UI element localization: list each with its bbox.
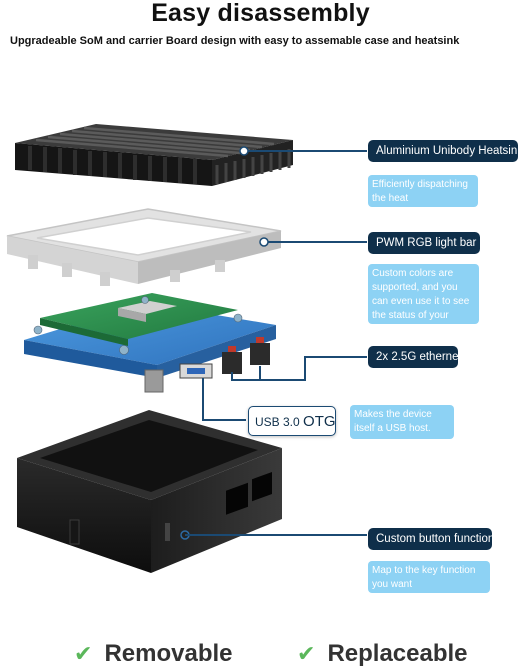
lightbar-description: Custom colors are supported, and you can… [368, 264, 479, 335]
heatsink-description: Efficiently dispatching the heat [368, 175, 478, 207]
usb-label-prefix: USB 3.0 [255, 415, 304, 429]
lightbar-label: PWM RGB light bar [368, 232, 480, 254]
footer-label: Replaceable [327, 640, 468, 667]
page-title: Easy disassembly [151, 0, 370, 27]
check-icon: ✔ [74, 641, 93, 666]
carrier-board-part [24, 293, 276, 393]
heatsink-part [15, 124, 293, 186]
connector-lines [185, 146, 367, 536]
usb-description: Makes the device itself a USB host. [350, 405, 454, 439]
lightbar-part [6, 208, 282, 286]
page-subtitle: Upgradeable SoM and carrier Board design… [10, 35, 460, 47]
check-icon: ✔ [297, 641, 316, 666]
usb-otg-label: USB 3.0 OTG [248, 406, 336, 436]
footer-item-replaceable: ✔ Replaceable [297, 638, 468, 670]
ethernet-label: 2x 2.5G ethernet [368, 346, 462, 368]
footer-item-removable: ✔ Removable [74, 638, 233, 670]
enclosure-part [17, 410, 282, 573]
button-description: Map to the key function you want [368, 561, 490, 593]
button-label: Custom button function [368, 528, 494, 550]
footer-label: Removable [104, 640, 233, 667]
heatsink-label: Aluminium Unibody Heatsink [368, 140, 521, 162]
usb-label-suffix: OTG [303, 413, 336, 430]
